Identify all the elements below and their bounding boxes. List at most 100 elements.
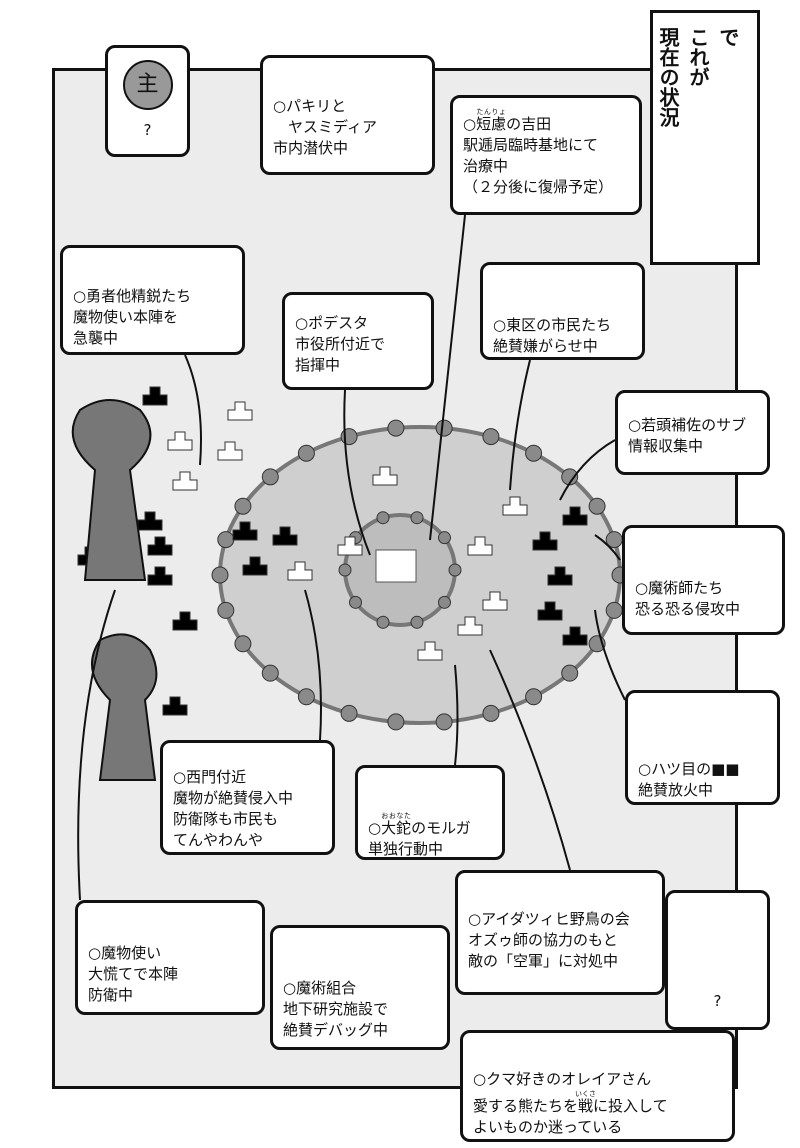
ally-unit — [227, 401, 253, 421]
status-box-mages: ○魔術師たち 恐る恐る侵攻中 — [622, 525, 785, 635]
status-box-unknown: ? — [665, 890, 770, 1030]
narration-box: で これが 現在の状況 — [650, 10, 760, 265]
box-text: ○短慮たんりょの吉田 — [463, 108, 552, 133]
wall-tower — [297, 688, 315, 706]
wall-tower — [234, 635, 252, 653]
status-box-podesta: ○ポデスタ 市役所付近で 指揮中 — [282, 292, 434, 390]
wall-tower — [435, 419, 453, 437]
box-text: 市内潜伏中 — [273, 139, 349, 157]
box-text: よいものか迷っている — [473, 1118, 623, 1136]
box-text: てんやわんや — [173, 831, 264, 849]
wall-tower — [340, 704, 358, 722]
box-text: 恐る恐る侵攻中 — [635, 600, 741, 618]
enemy-unit — [272, 526, 298, 546]
ally-unit — [167, 431, 193, 451]
wall-tower — [525, 688, 543, 706]
wall-tower — [338, 563, 352, 577]
box-text: ○ハツ目の■■ — [638, 760, 740, 778]
enemy-unit — [242, 556, 268, 576]
box-text: 指揮中 — [295, 356, 341, 374]
box-text: 敵の「空軍」に対処中 — [468, 952, 619, 970]
wall-tower — [482, 704, 500, 722]
box-text: 魔物が絶賛侵入中 — [173, 789, 294, 807]
status-box-birds: ○アイダツィヒ野鳥の会 オズゥ師の協力のもと 敵の「空軍」に対処中 — [455, 870, 665, 995]
wall-tower — [376, 511, 390, 525]
wall-tower — [211, 566, 229, 584]
arrow — [559, 439, 616, 501]
status-box-hero: ○勇者他精鋭たち 魔物使い本陣を 急襲中 — [60, 245, 245, 355]
ally-unit — [287, 561, 313, 581]
wall-tower — [261, 664, 279, 682]
ally-unit — [372, 466, 398, 486]
tree — [91, 633, 158, 781]
box-text: ○魔術師たち — [635, 579, 724, 597]
enemy-unit — [172, 611, 198, 631]
box-text: 急襲中 — [73, 329, 119, 347]
arrow — [594, 609, 626, 701]
box-text: 魔物使い本陣を — [73, 308, 179, 326]
ally-unit — [417, 641, 443, 661]
ally-unit — [172, 471, 198, 491]
arrows — [77, 214, 626, 901]
enemy-unit — [162, 696, 188, 716]
trees — [71, 399, 158, 781]
box-text: ? — [713, 992, 722, 1010]
box-text: ○西門付近 — [173, 768, 247, 786]
wall-tower — [561, 664, 579, 682]
status-box-bear: ○クマ好きのオレイアさん 愛する熊たちを戦いくさに投入して よいものか迷っている — [460, 1030, 735, 1142]
box-text: ○パキリと — [273, 97, 347, 115]
wall-tower — [525, 444, 543, 462]
box-text: ○ポデスタ — [295, 314, 369, 332]
tree — [71, 399, 152, 581]
status-box-morga: ○大鉈おおなたのモルガ 単独行動中 — [355, 765, 505, 860]
status-box-tamer: ○魔物使い 大慌てで本陣 防衛中 — [75, 900, 265, 1015]
arrow — [77, 589, 116, 901]
box-text: 市役所付近で — [295, 335, 386, 353]
arrow — [454, 664, 459, 766]
arrow — [509, 359, 531, 491]
wall-tower — [410, 511, 424, 525]
box-text: ○アイダツィヒ野鳥の会 — [468, 910, 630, 928]
enemy-unit — [232, 521, 258, 541]
wall-tower — [349, 595, 363, 609]
wall-tower — [435, 713, 453, 731]
box-text: ○若頭補佐のサブ — [628, 416, 747, 434]
enemy-unit — [147, 566, 173, 586]
box-text: ヤスミディア — [273, 118, 377, 136]
wall-tower — [410, 615, 424, 629]
wall-tower — [482, 428, 500, 446]
box-text: ○クマ好きのオレイアさん — [473, 1070, 652, 1088]
narration-line: 現在の状況 — [656, 27, 680, 127]
box-text: 治療中 — [463, 157, 509, 175]
box-text: ○魔術組合 — [283, 979, 357, 997]
box-text: ○勇者他精鋭たち — [73, 287, 192, 305]
box-text: 防衛中 — [88, 986, 134, 1004]
wall-tower — [387, 419, 405, 437]
box-text: ? — [143, 121, 152, 139]
wall-tower — [448, 563, 462, 577]
enemy-unit — [147, 536, 173, 556]
enemy-unit — [562, 626, 588, 646]
wall-tower — [588, 497, 606, 515]
box-text: 絶賛嫌がらせ中 — [493, 337, 598, 355]
wall-tower — [297, 444, 315, 462]
arrow — [429, 214, 466, 541]
box-text: オズゥ師の協力のもと — [468, 931, 618, 949]
arrow — [304, 589, 322, 741]
ally-unit — [457, 616, 483, 636]
status-box-eight: ○ハツ目の■■ 絶賛放火中 — [625, 690, 780, 805]
ally-unit — [482, 591, 508, 611]
ally-unit — [502, 496, 528, 516]
wall-tower — [437, 531, 451, 545]
enemy-unit — [532, 531, 558, 551]
enemy-unit — [547, 566, 573, 586]
status-box-lord: 主 ? — [105, 45, 190, 157]
box-text: ○東区の市民たち — [493, 316, 612, 334]
wall-tower — [376, 615, 390, 629]
inner-wall — [338, 511, 462, 629]
box-text: 大慌てで本陣 — [88, 965, 179, 983]
wall-tower — [217, 531, 235, 549]
enemy-unit — [142, 386, 168, 406]
box-text: 絶賛デバッグ中 — [283, 1021, 389, 1039]
